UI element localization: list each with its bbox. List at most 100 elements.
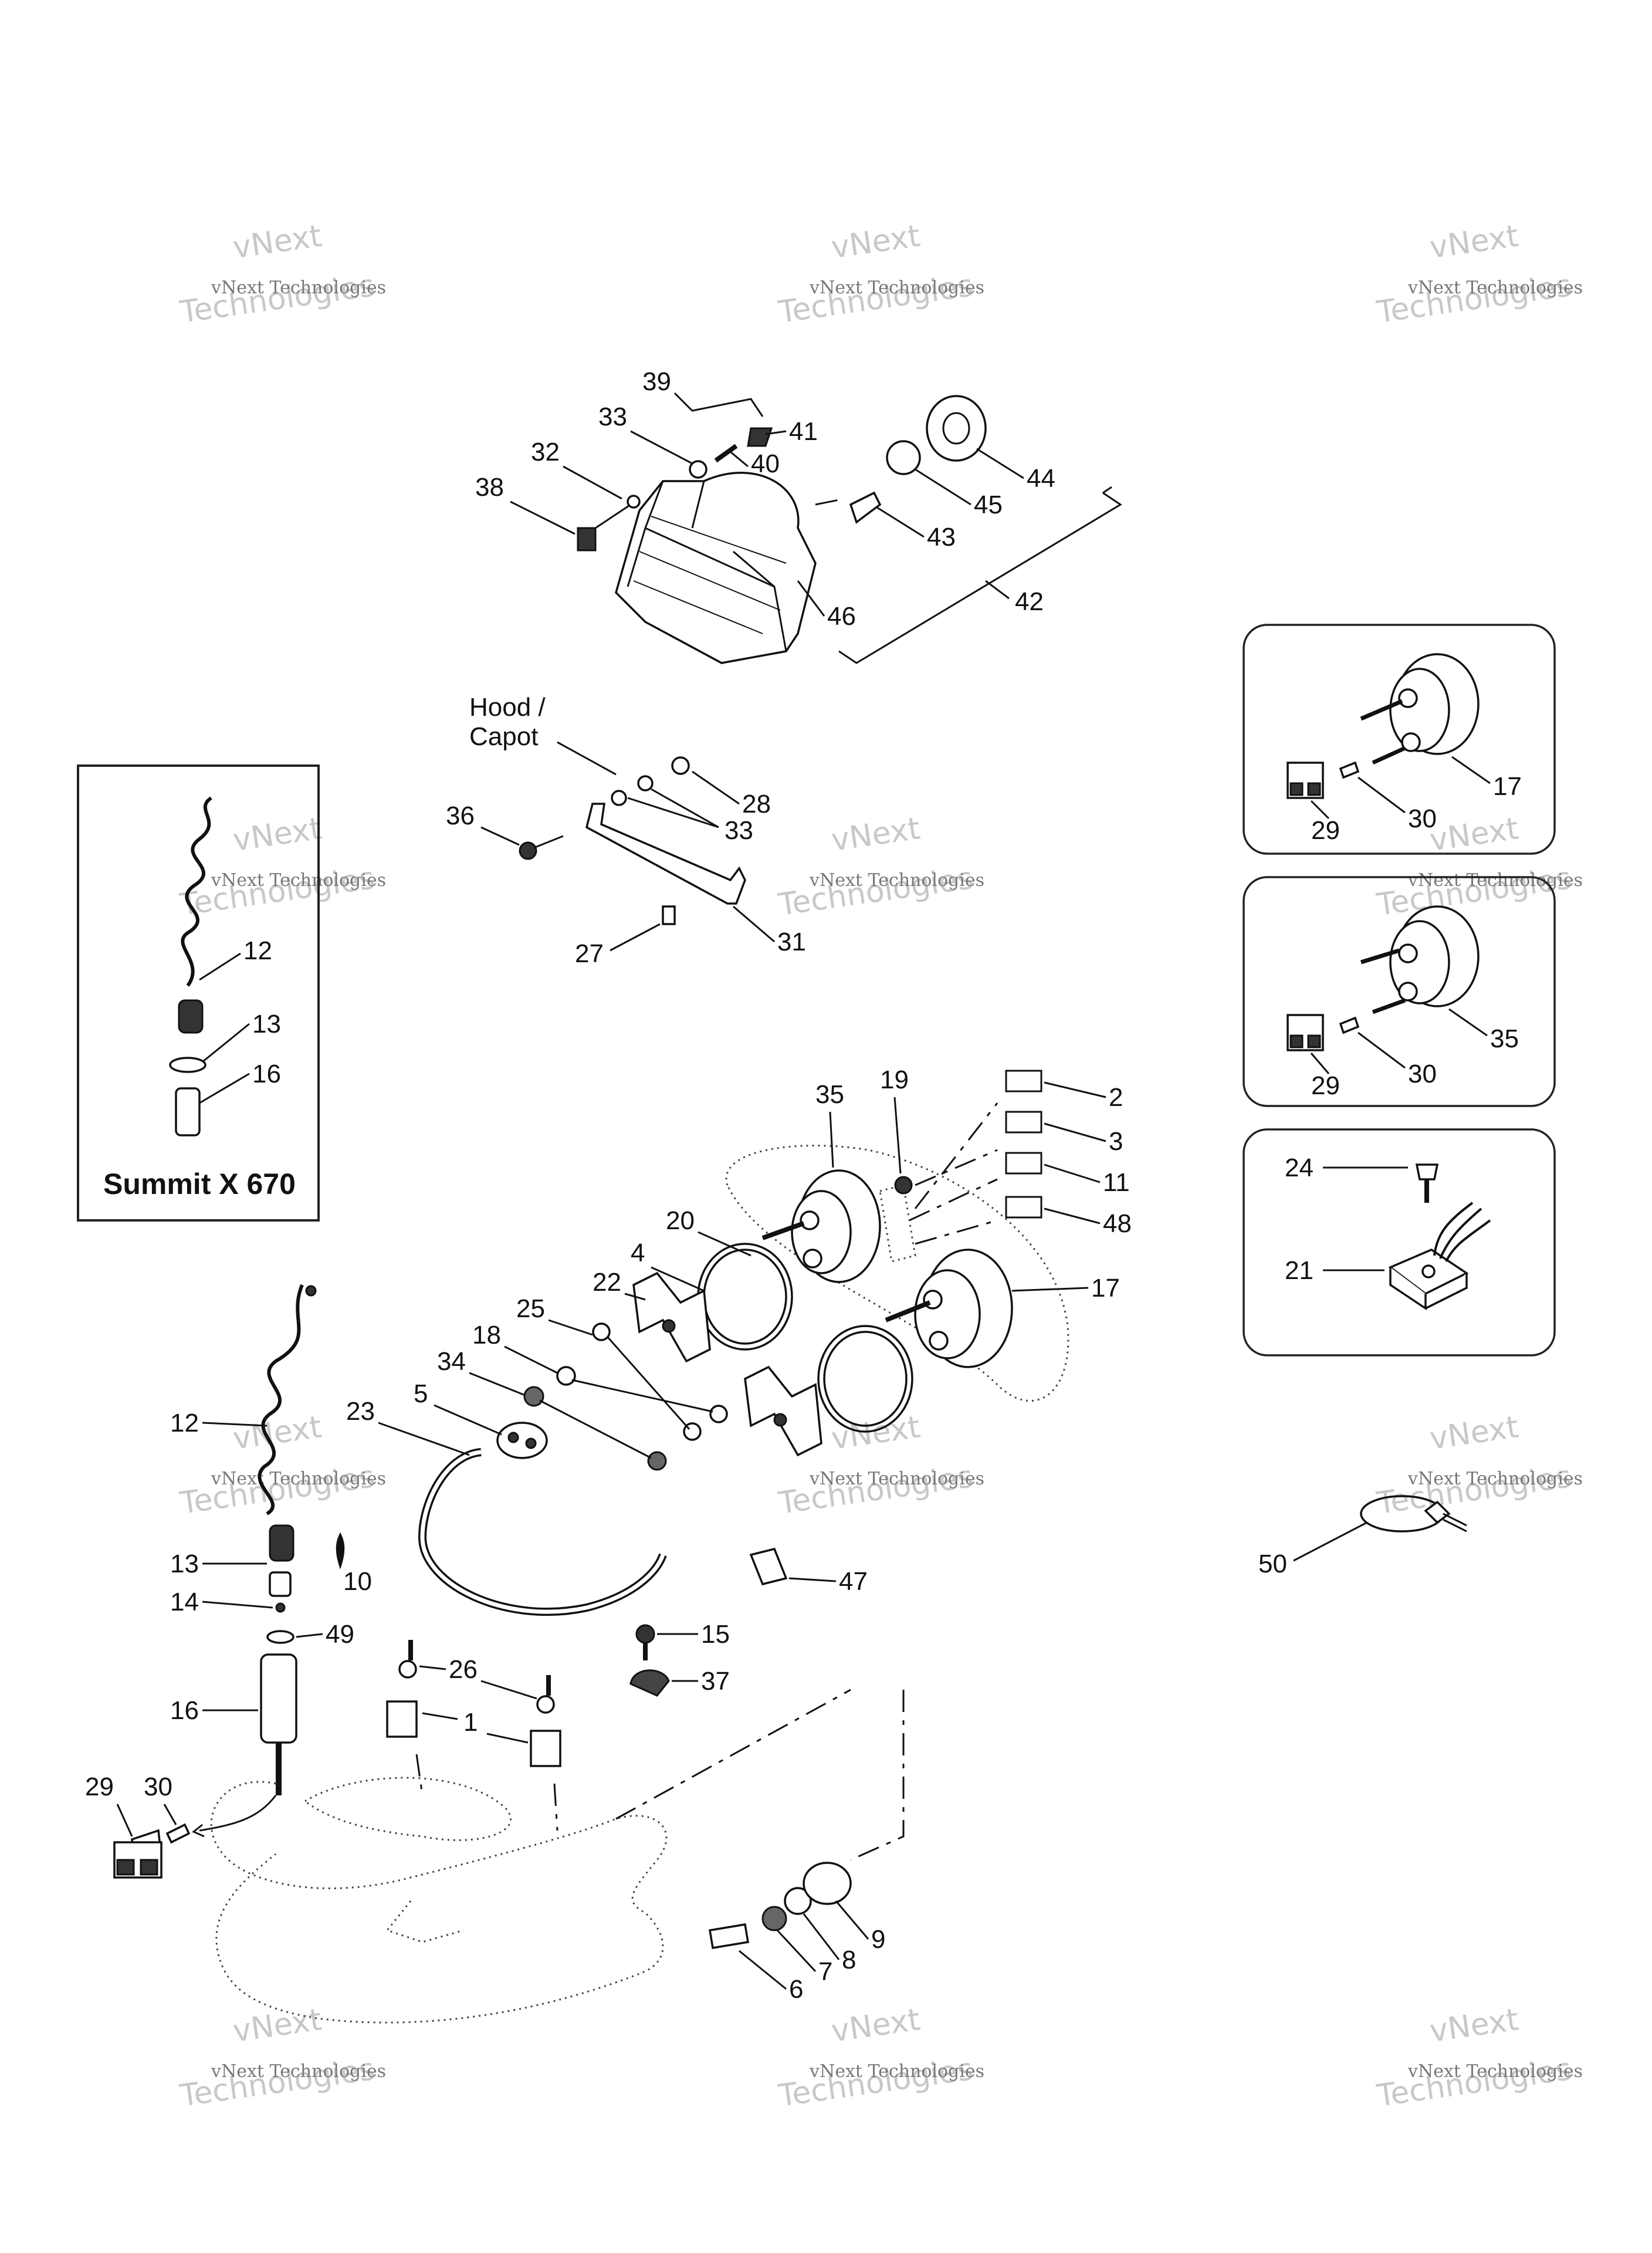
bulb-43 xyxy=(849,491,882,524)
gauge-cluster xyxy=(418,1070,1069,1616)
callout-5: 5 xyxy=(414,1379,428,1408)
summit-box: 12 13 16 Summit X 670 xyxy=(77,764,320,1222)
callout-49: 49 xyxy=(326,1620,354,1649)
headlight-callouts: 39 33 41 32 40 44 38 45 43 46 42 xyxy=(475,367,1122,664)
summit-callout-16: 16 xyxy=(252,1060,281,1088)
watermark: vNext Technologies vNext Technologies xyxy=(776,2002,984,2114)
bracket-22 xyxy=(632,1271,711,1363)
socket-2 xyxy=(1005,1070,1042,1092)
watermark: vNext Technologies vNext Technologies xyxy=(1374,218,1583,330)
callout-6: 6 xyxy=(789,1975,803,2004)
callout-12: 12 xyxy=(170,1409,199,1437)
callout-10: 10 xyxy=(343,1567,372,1596)
inset35-callout-29: 29 xyxy=(1311,1071,1340,1100)
inset35-callout-30: 30 xyxy=(1408,1060,1437,1088)
callout-28: 28 xyxy=(742,790,771,818)
watermark: vNext Technologies vNext Technologies xyxy=(177,1409,386,1521)
svg-text:vNext: vNext xyxy=(829,1409,922,1457)
callout-2: 2 xyxy=(1109,1083,1123,1112)
svg-text:vNext: vNext xyxy=(829,2002,922,2049)
watermark: vNext Technologies vNext Technologies xyxy=(1374,2002,1583,2114)
inset17-callout-17: 17 xyxy=(1493,772,1522,801)
callout-15: 15 xyxy=(701,1620,730,1649)
callout-46: 46 xyxy=(827,602,856,631)
callout-33: 33 xyxy=(598,402,627,431)
summit-callout-12: 12 xyxy=(243,936,272,965)
svg-text:vNext: vNext xyxy=(1427,2002,1521,2049)
callout-8: 8 xyxy=(842,1946,856,1974)
callout-14: 14 xyxy=(170,1588,199,1616)
svg-text:vNext: vNext xyxy=(1427,1409,1521,1457)
callout-capot: Capot xyxy=(469,722,538,751)
svg-text:vNext: vNext xyxy=(1427,218,1521,266)
bracket-31 xyxy=(585,803,746,905)
key-6 xyxy=(708,1923,750,1950)
svg-text:vNext Technologies: vNext Technologies xyxy=(211,278,386,298)
adjuster-41 xyxy=(747,427,773,447)
svg-text:vNext Technologies: vNext Technologies xyxy=(1407,870,1583,891)
callout-1: 1 xyxy=(463,1708,478,1737)
svg-text:vNext Technologies: vNext Technologies xyxy=(809,278,984,298)
svg-text:vNext Technologies: vNext Technologies xyxy=(809,2061,984,2082)
callout-43: 43 xyxy=(927,523,956,552)
callout-11: 11 xyxy=(1103,1168,1130,1197)
svg-text:vNext Technologies: vNext Technologies xyxy=(809,870,984,891)
callout-hood: Hood / xyxy=(469,693,546,722)
inset21-callout-24: 24 xyxy=(1285,1153,1314,1182)
callout-42: 42 xyxy=(1015,587,1044,616)
clip-45 xyxy=(886,440,921,475)
bulb-19 xyxy=(894,1176,913,1195)
callout-32: 32 xyxy=(531,438,560,466)
nut-34 xyxy=(523,1386,544,1407)
callout-44: 44 xyxy=(1027,464,1055,493)
callout-47: 47 xyxy=(839,1567,868,1596)
callout-38: 38 xyxy=(475,473,504,502)
watermark: vNext Technologies vNext Technologies xyxy=(776,811,984,923)
callout-31: 31 xyxy=(777,928,806,956)
svg-text:vNext Technologies: vNext Technologies xyxy=(1407,2061,1583,2082)
summit-title: Summit X 670 xyxy=(103,1168,296,1200)
headlight-housing xyxy=(615,472,817,664)
inset17-callout-29: 29 xyxy=(1311,816,1340,845)
callout-36: 36 xyxy=(446,801,475,830)
terminal-30 xyxy=(1339,761,1360,779)
bolt-24 xyxy=(1415,1163,1439,1180)
svg-text:vNext: vNext xyxy=(829,218,922,266)
callout-17: 17 xyxy=(1091,1274,1120,1303)
svg-text:vNext Technologies: vNext Technologies xyxy=(1407,1469,1583,1489)
clamp-37 xyxy=(629,1669,670,1697)
connector-13 xyxy=(269,1524,294,1562)
switch-1a xyxy=(386,1700,418,1738)
watermark: vNext Technologies vNext Technologies xyxy=(776,218,984,330)
callout-29: 29 xyxy=(85,1772,114,1801)
adjust-nut-38 xyxy=(577,527,597,552)
callout-9: 9 xyxy=(871,1925,885,1954)
inset17-callout-30: 30 xyxy=(1408,804,1437,833)
watermark: vNext Technologies vNext Technologies xyxy=(1374,811,1583,923)
lower-callouts: 12 13 10 14 49 47 15 26 37 16 1 29 30 9 … xyxy=(85,1409,885,2004)
callout-34: 34 xyxy=(437,1347,466,1376)
nut-7 xyxy=(761,1906,787,1931)
svg-text:vNext Technologies: vNext Technologies xyxy=(211,2061,386,2082)
ignition-switch-9 xyxy=(803,1862,852,1905)
washer-25 xyxy=(592,1322,611,1341)
callout-26: 26 xyxy=(449,1655,478,1684)
watermark: vNext Technologies vNext Technologies xyxy=(177,218,386,330)
callout-4: 4 xyxy=(631,1239,645,1267)
hood-bracket-group: Hood / Capot 28 36 33 31 27 xyxy=(446,693,806,968)
washer-33 xyxy=(689,460,707,479)
svg-text:vNext: vNext xyxy=(231,1409,324,1457)
svg-text:vNext: vNext xyxy=(231,811,324,858)
nut-28 xyxy=(671,756,690,775)
terminal-30 xyxy=(165,1823,191,1844)
summit-callout-13: 13 xyxy=(252,1010,281,1038)
ring-20 xyxy=(817,1325,913,1433)
svg-text:vNext Technologies: vNext Technologies xyxy=(211,1469,386,1489)
inset35-callout-35: 35 xyxy=(1490,1024,1519,1053)
tether-switch-16 xyxy=(260,1653,297,1744)
summit-connector xyxy=(178,999,204,1034)
plate-5 xyxy=(496,1422,548,1459)
cluster-callouts: 35 19 2 3 11 48 17 20 4 22 25 18 34 5 23 xyxy=(346,1065,1132,1456)
inset-21: 24 21 xyxy=(1243,1128,1556,1356)
